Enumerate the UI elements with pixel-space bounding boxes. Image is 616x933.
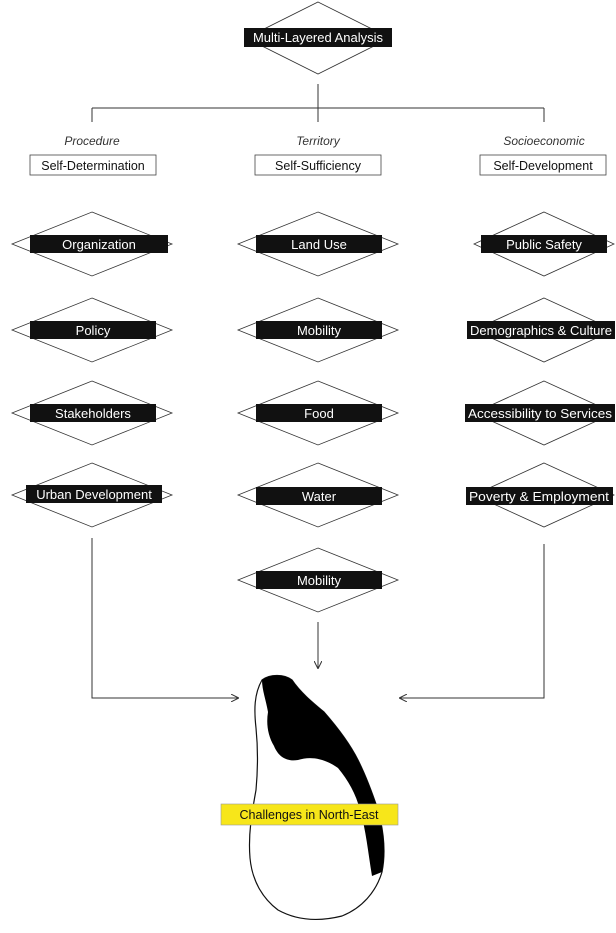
node-bar (256, 571, 382, 589)
node-diamond (473, 211, 615, 277)
node-label: Mobility (297, 323, 342, 338)
node-demographics-culture: Demographics & Culture (467, 297, 615, 363)
title-label: Self-Development (493, 159, 593, 173)
node-diamond (10, 380, 174, 446)
node-bar (467, 321, 615, 339)
node-policy: Policy (10, 297, 174, 363)
column-procedure-header: Procedure Self-Determination (29, 134, 157, 176)
node-label: Mobility (297, 573, 342, 588)
node-water: Water (236, 462, 400, 528)
category-label: Socioeconomic (503, 134, 584, 148)
map-label-bg (220, 803, 399, 826)
node-bar (256, 321, 382, 339)
root-node: Multi-Layered Analysis (244, 1, 392, 75)
node-bar (256, 487, 382, 505)
node-label: Organization (62, 237, 136, 252)
node-diamond (473, 380, 615, 446)
node-label: Urban Development (36, 487, 152, 502)
node-label: Water (302, 489, 337, 504)
node-diamond (236, 547, 400, 613)
tree-connectors (91, 84, 545, 122)
node-label: Public Safety (506, 237, 582, 252)
north-east-region (262, 675, 385, 876)
map-label: Challenges in North-East (240, 808, 379, 822)
node-label: Poverty & Employment (469, 489, 609, 504)
title-label: Self-Determination (41, 159, 145, 173)
node-mobility: Mobility (236, 297, 400, 363)
node-bar (30, 235, 168, 253)
node-label: Stakeholders (55, 406, 131, 421)
node-organization: Organization (10, 211, 174, 277)
node-label: Demographics & Culture (470, 323, 612, 338)
left-arrow (91, 538, 238, 698)
node-poverty-employment: Poverty & Employment (466, 462, 615, 528)
title-box (479, 154, 607, 176)
node-diamond (236, 462, 400, 528)
node-diamond (10, 211, 174, 277)
node-bar (465, 404, 615, 422)
title-box (254, 154, 382, 176)
node-food: Food (236, 380, 400, 446)
node-bar (481, 235, 607, 253)
node-public-safety: Public Safety (473, 211, 615, 277)
root-label-bar (244, 28, 392, 47)
title-box (29, 154, 157, 176)
title-label: Self-Sufficiency (275, 159, 362, 173)
node-bar (466, 487, 613, 505)
node-diamond (10, 462, 174, 528)
column-territory-header: Territory Self-Sufficiency (254, 134, 382, 176)
node-bar (30, 404, 156, 422)
node-label: Food (304, 406, 334, 421)
column-socioeconomic-header: Socioeconomic Self-Development (479, 134, 607, 176)
category-label: Territory (296, 134, 341, 148)
root-label: Multi-Layered Analysis (253, 30, 384, 45)
node-label: Land Use (291, 237, 347, 252)
node-land-use: Land Use (236, 211, 400, 277)
right-arrow (400, 544, 545, 698)
node-diamond (10, 297, 174, 363)
node-urban-development: Urban Development (10, 462, 174, 528)
category-label: Procedure (64, 134, 120, 148)
island-map: Challenges in North-East (220, 674, 399, 920)
root-diamond (245, 1, 391, 75)
node-diamond (236, 380, 400, 446)
node-stakeholders: Stakeholders (10, 380, 174, 446)
node-label: Policy (76, 323, 111, 338)
node-accessibility-services: Accessibility to Services (465, 380, 615, 446)
node-bar (30, 321, 156, 339)
node-mobility-2: Mobility (236, 547, 400, 613)
node-diamond (473, 462, 615, 528)
node-bar (26, 485, 162, 503)
node-diamond (473, 297, 615, 363)
node-diamond (236, 211, 400, 277)
node-bar (256, 404, 382, 422)
node-bar (256, 235, 382, 253)
node-diamond (236, 297, 400, 363)
node-label: Accessibility to Services (468, 406, 613, 421)
